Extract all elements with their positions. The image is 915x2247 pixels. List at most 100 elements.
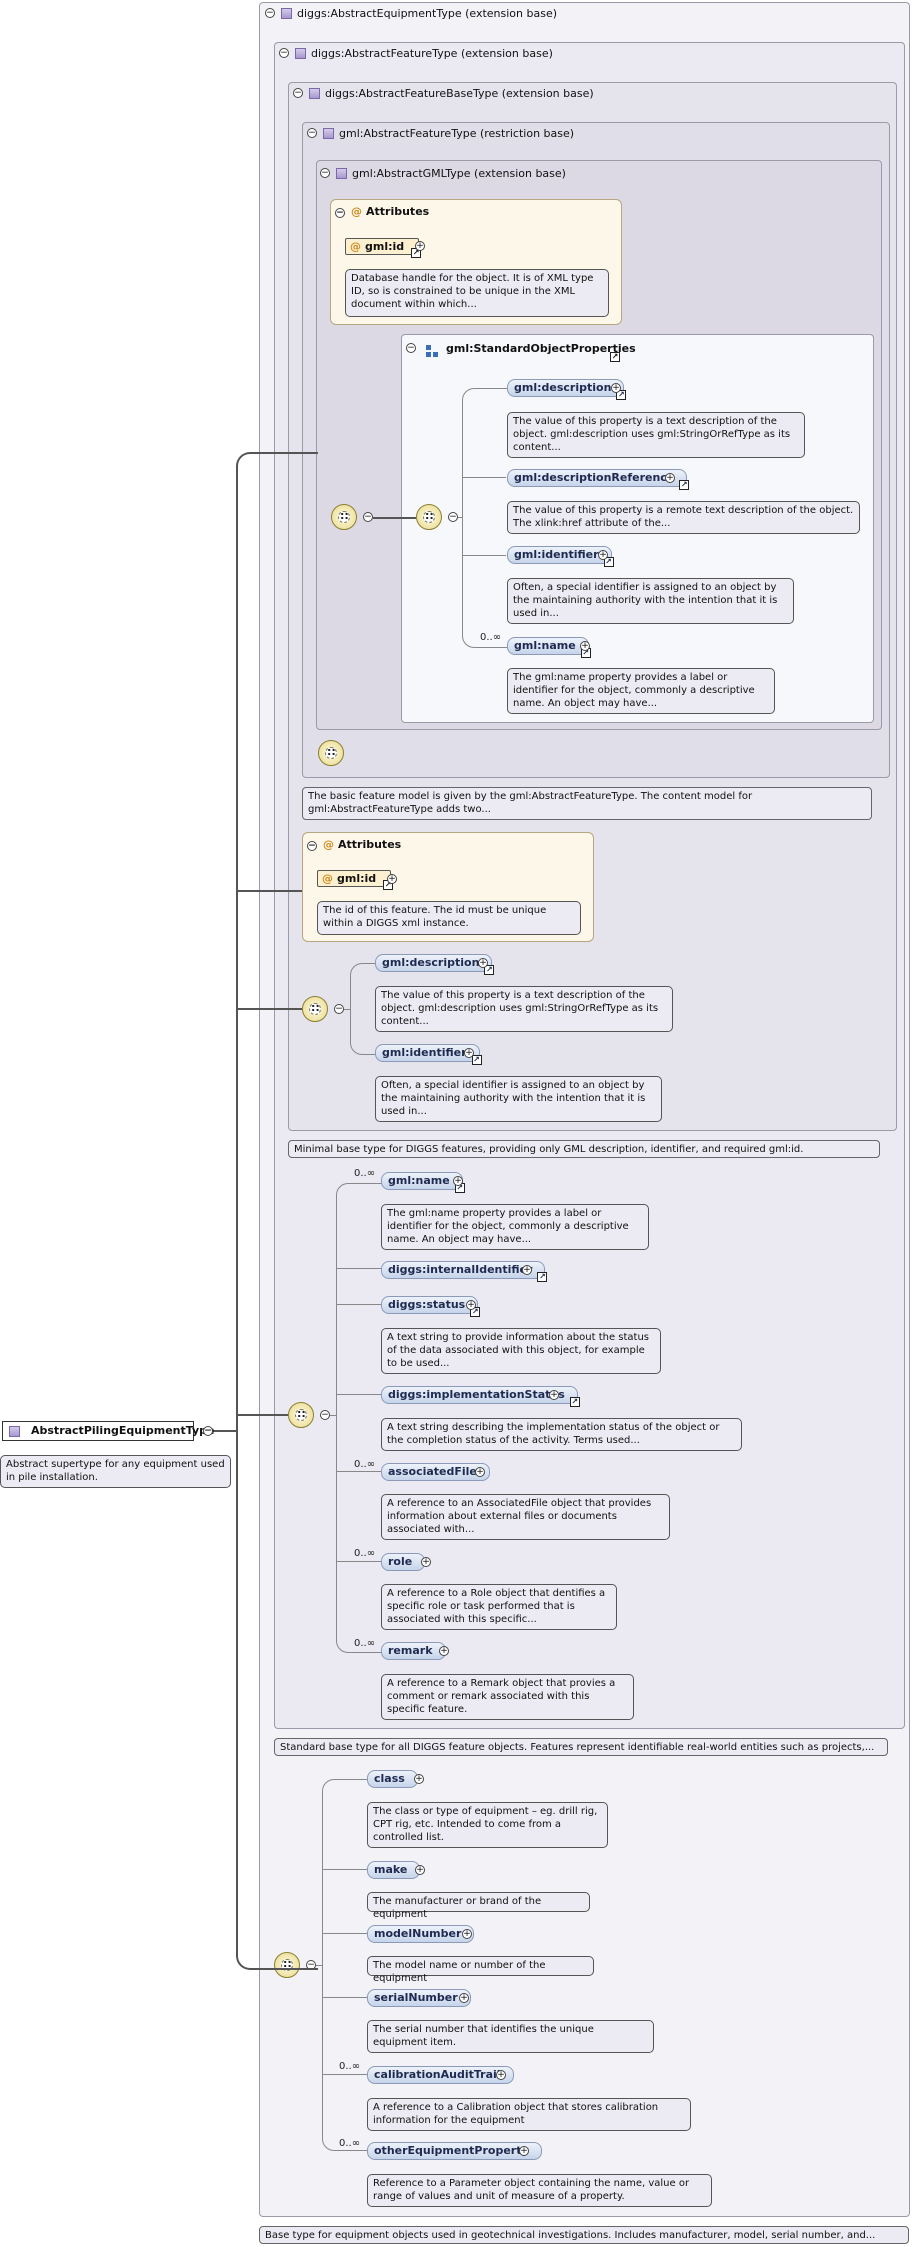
- equipment-model-number[interactable]: modelNumber: [367, 1925, 475, 1943]
- expand-icon[interactable]: +: [522, 1265, 532, 1275]
- connector: [322, 1869, 367, 1870]
- feature-type-note: Standard base type for all DIGGS feature…: [274, 1738, 888, 1756]
- link-icon[interactable]: ↗: [603, 557, 614, 567]
- sequence-compositor-icon[interactable]: [288, 1402, 314, 1428]
- expand-icon[interactable]: +: [415, 1865, 425, 1875]
- attributes-header[interactable]: −@Attributes: [307, 838, 402, 851]
- equipment-serial-number[interactable]: serialNumber: [367, 1989, 471, 2007]
- sequence-compositor-icon[interactable]: [302, 996, 328, 1022]
- expand-icon[interactable]: +: [580, 641, 590, 651]
- sequence-compositor-icon[interactable]: [331, 504, 357, 530]
- expand-icon[interactable]: +: [611, 383, 621, 393]
- expand-icon[interactable]: +: [475, 1467, 485, 1477]
- collapse-toggle[interactable]: −: [307, 128, 317, 138]
- equipment-calibration-audit-trail[interactable]: calibrationAuditTrail: [367, 2066, 514, 2084]
- occurrence-label: 0..∞: [339, 2138, 361, 2149]
- collapse-toggle[interactable]: −: [363, 512, 373, 522]
- standard-prop-identifier-desc: Often, a special identifier is assigned …: [507, 578, 794, 624]
- equipment-class-desc: The class or type of equipment – eg. dri…: [367, 1802, 608, 1848]
- group-icon: [426, 345, 438, 357]
- expand-icon[interactable]: +: [415, 241, 425, 251]
- expand-icon[interactable]: +: [462, 1929, 472, 1939]
- feature-internal-identifier[interactable]: diggs:internalIdentifier↗: [381, 1261, 548, 1282]
- feature-role[interactable]: role: [381, 1553, 426, 1571]
- collapse-toggle[interactable]: −: [203, 1426, 213, 1436]
- standard-prop-description-desc: The value of this property is a text des…: [507, 412, 805, 458]
- expand-icon[interactable]: +: [453, 1176, 463, 1186]
- expand-icon[interactable]: +: [421, 1557, 431, 1567]
- equipment-class[interactable]: class: [367, 1770, 418, 1788]
- standard-object-properties-header[interactable]: − gml:StandardObjectProperties: [404, 340, 664, 358]
- gml-type-header[interactable]: − gml:AbstractGMLType (extension base): [318, 165, 718, 183]
- connector: [322, 1933, 367, 1934]
- feature-remark-desc: A reference to a Remark object that prov…: [381, 1674, 634, 1720]
- feature-base-identifier-desc: Often, a special identifier is assigned …: [375, 1076, 662, 1122]
- link-icon[interactable]: ↗: [471, 1055, 482, 1065]
- gml-feature-type-header[interactable]: − gml:AbstractFeatureType (restriction b…: [305, 125, 705, 143]
- expand-icon[interactable]: +: [414, 1774, 424, 1784]
- expand-icon[interactable]: +: [665, 473, 675, 483]
- feature-type-header[interactable]: − diggs:AbstractFeatureType (extension b…: [277, 45, 677, 63]
- feature-implementation-status[interactable]: diggs:implementationStatus↗: [381, 1386, 580, 1407]
- occurrence-label: 0..∞: [354, 1638, 376, 1649]
- feature-associated-file[interactable]: associatedFile: [381, 1463, 490, 1481]
- collapse-toggle[interactable]: −: [334, 1004, 344, 1014]
- expand-icon[interactable]: +: [519, 2146, 529, 2156]
- attributes-header[interactable]: −@Attributes: [335, 205, 429, 218]
- expand-icon[interactable]: +: [459, 1993, 469, 2003]
- feature-id-attribute[interactable]: @gml:id ↗: [317, 870, 394, 890]
- collapse-toggle[interactable]: −: [320, 1410, 330, 1420]
- link-icon[interactable]: ↗: [569, 1397, 580, 1407]
- expand-icon[interactable]: +: [496, 2070, 506, 2080]
- equipment-make[interactable]: make: [367, 1861, 421, 1879]
- expand-icon[interactable]: +: [549, 1390, 559, 1400]
- collapse-toggle[interactable]: −: [307, 841, 317, 851]
- sequence-compositor-icon[interactable]: [274, 1952, 300, 1978]
- connector: [336, 1471, 381, 1472]
- feature-base-description[interactable]: gml:description↗: [375, 954, 495, 975]
- link-icon[interactable]: ↗: [616, 390, 627, 400]
- equipment-model-number-desc: The model name or number of the equipmen…: [367, 1956, 594, 1984]
- link-icon[interactable]: ↗: [537, 1272, 548, 1282]
- feature-associated-file-desc: A reference to an AssociatedFile object …: [381, 1494, 670, 1540]
- feature-status[interactable]: diggs:status↗: [381, 1296, 481, 1317]
- gml-id-attribute[interactable]: @gml:id ↗: [345, 238, 422, 258]
- complex-type-icon: [295, 48, 306, 59]
- complex-type-icon: [281, 8, 292, 19]
- expand-icon[interactable]: +: [439, 1646, 449, 1656]
- standard-prop-name[interactable]: gml:name↗: [507, 637, 591, 658]
- collapse-toggle[interactable]: −: [265, 8, 275, 18]
- link-icon[interactable]: ↗: [679, 480, 690, 490]
- standard-prop-identifier[interactable]: gml:identifier↗: [507, 546, 614, 567]
- connector: [462, 388, 507, 648]
- standard-prop-description[interactable]: gml:description↗: [507, 379, 627, 400]
- link-icon[interactable]: ↗: [484, 965, 495, 975]
- connector: [236, 452, 318, 1970]
- collapse-toggle[interactable]: −: [320, 168, 330, 178]
- feature-type-label: diggs:AbstractFeatureType (extension bas…: [311, 47, 553, 60]
- feature-implementation-status-desc: A text string describing the implementat…: [381, 1418, 742, 1451]
- expand-icon[interactable]: +: [387, 874, 397, 884]
- feature-remark[interactable]: remark: [381, 1642, 446, 1660]
- link-icon[interactable]: ↗: [610, 352, 620, 362]
- expand-icon[interactable]: +: [466, 1300, 476, 1310]
- root-type-box[interactable]: AbstractPilingEquipmentType −: [2, 1421, 214, 1441]
- group-compositor-icon[interactable]: [416, 504, 442, 530]
- feature-base-identifier[interactable]: gml:identifier↗: [375, 1044, 482, 1065]
- equipment-other-property[interactable]: otherEquipmentProperty: [367, 2142, 542, 2160]
- attributes-title: Attributes: [338, 838, 402, 851]
- collapse-toggle[interactable]: −: [406, 343, 416, 353]
- collapse-toggle[interactable]: −: [448, 512, 458, 522]
- feature-base-type-header[interactable]: − diggs:AbstractFeatureBaseType (extensi…: [291, 85, 691, 103]
- expand-icon[interactable]: +: [464, 1048, 474, 1058]
- collapse-toggle[interactable]: −: [293, 88, 303, 98]
- restriction-compositor-icon[interactable]: [318, 740, 344, 766]
- standard-prop-description-reference[interactable]: gml:descriptionReference↗: [507, 469, 690, 490]
- collapse-toggle[interactable]: −: [335, 208, 345, 218]
- connector: [336, 1183, 382, 1653]
- expand-icon[interactable]: +: [478, 958, 488, 968]
- collapse-toggle[interactable]: −: [279, 48, 289, 58]
- expand-icon[interactable]: +: [598, 550, 608, 560]
- equipment-type-header[interactable]: − diggs:AbstractEquipmentType (extension…: [263, 5, 663, 23]
- feature-gml-name[interactable]: gml:name↗: [381, 1172, 465, 1193]
